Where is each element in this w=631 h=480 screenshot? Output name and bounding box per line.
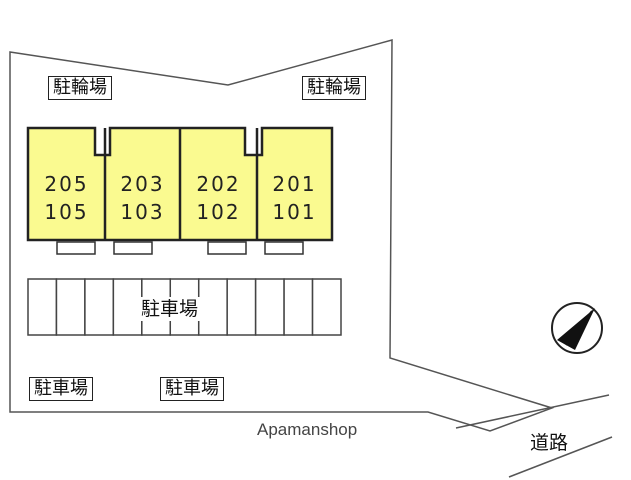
road-edge-line	[455, 394, 610, 429]
entrance-step	[207, 241, 247, 255]
road-edge-line	[508, 436, 613, 478]
parking-stall	[311, 278, 342, 336]
parking-stall	[226, 278, 257, 336]
entrance-step	[56, 241, 96, 255]
parking-stall	[197, 278, 228, 336]
unit-upper-number: 203	[120, 172, 165, 196]
parking-stall	[55, 278, 86, 336]
unit-lower-number: 105	[44, 200, 89, 224]
unit-201-101: 201 101	[259, 170, 330, 226]
unit-205-105: 205 105	[30, 170, 103, 226]
parking-stall	[254, 278, 285, 336]
parking-stall	[84, 278, 115, 336]
entrance-step	[113, 241, 153, 255]
north-arrow-icon	[551, 302, 603, 354]
unit-upper-number: 205	[44, 172, 89, 196]
unit-lower-number: 101	[272, 200, 317, 224]
parking-stalls	[27, 278, 342, 336]
bicycle-parking-label: 駐輪場	[302, 76, 366, 100]
entrance-step	[264, 241, 304, 255]
unit-lower-number: 102	[196, 200, 241, 224]
bicycle-parking-label: 駐輪場	[48, 76, 112, 100]
parking-lot-label: 駐車場	[29, 377, 93, 401]
parking-stall	[283, 278, 314, 336]
unit-203-103: 203 103	[107, 170, 178, 226]
unit-202-102: 202 102	[182, 170, 255, 226]
parking-lot-label: 駐車場	[138, 297, 202, 321]
unit-lower-number: 103	[120, 200, 165, 224]
unit-upper-number: 202	[196, 172, 241, 196]
parking-lot-label: 駐車場	[160, 377, 224, 401]
credit-text: Apamanshop	[257, 420, 358, 439]
road-label: 道路	[530, 432, 569, 454]
unit-upper-number: 201	[272, 172, 317, 196]
parking-stall	[27, 278, 58, 336]
